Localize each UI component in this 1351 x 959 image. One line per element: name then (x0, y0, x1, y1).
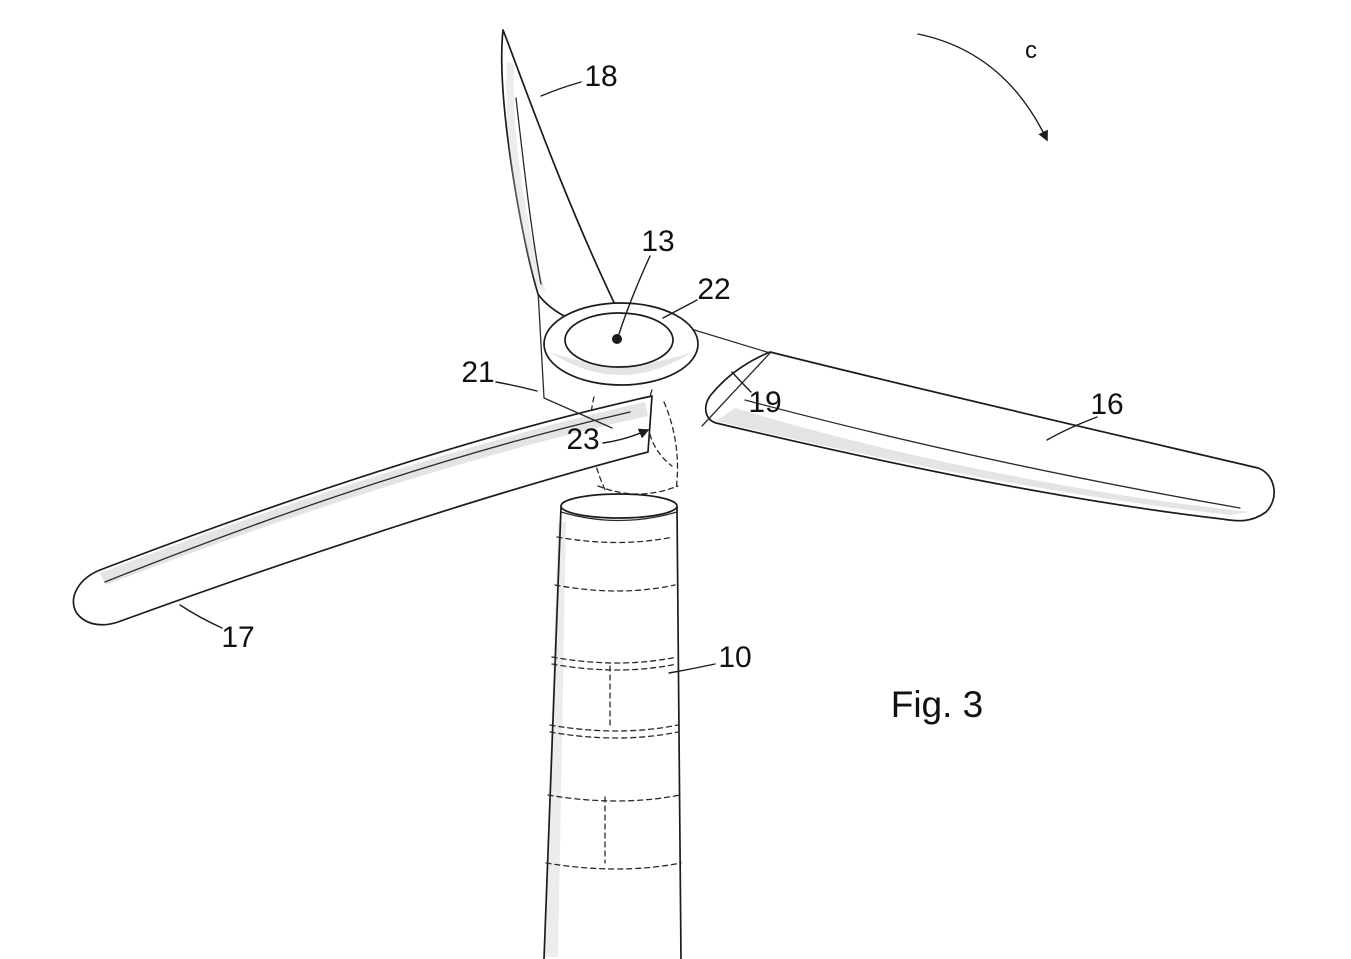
tower-joint-line (551, 663, 678, 671)
right-plate-edge (701, 352, 771, 427)
left-blade-outline (72, 395, 653, 626)
ref-numeral-hub-center: 13 (641, 225, 674, 258)
leader-21 (495, 381, 538, 392)
upper-blade-shading (506, 62, 546, 292)
ref-numeral-spinner: 22 (697, 273, 730, 306)
leader-lines (179, 81, 1098, 674)
tower-joint-line (556, 536, 674, 544)
rotation-arrow (917, 33, 1048, 142)
tower-joint-line (554, 584, 676, 592)
tower-top-flange (560, 493, 678, 519)
hidden-line-right (663, 401, 679, 491)
leader-16 (1046, 416, 1098, 441)
right-blade-shading (716, 408, 1250, 515)
leader-13 (618, 255, 651, 335)
tower-joint-line (549, 731, 679, 739)
tower-right-edge (676, 506, 682, 959)
tower-joint-line (545, 862, 682, 870)
ref-numeral-right-plate: 19 (748, 386, 781, 419)
leader-19 (731, 371, 752, 393)
tower-joint-line (547, 794, 681, 802)
rotation-direction-label: c (1025, 37, 1037, 64)
ref-numeral-left-blade: 17 (221, 621, 254, 654)
leader-10 (668, 663, 716, 674)
hub-center-dot (612, 334, 622, 344)
left-blade (72, 395, 653, 626)
leader-18 (540, 81, 582, 97)
right-blade-crease (744, 399, 1241, 509)
left-plate-edge (537, 289, 545, 399)
ref-numeral-right-blade: 16 (1090, 388, 1123, 421)
leader-17 (179, 604, 223, 629)
left-plate-bottom (543, 397, 613, 429)
hidden-line-bottom (597, 485, 679, 495)
hub (543, 302, 699, 386)
right-blade-outline (704, 351, 1275, 522)
ref-numeral-left-plate: 21 (461, 356, 494, 389)
left-blade-crease (104, 411, 631, 583)
rotation-arrow-curve (917, 33, 1048, 142)
hub-shading (550, 352, 692, 375)
tower-joint-line (551, 656, 678, 664)
ref-numeral-tower: 10 (718, 641, 751, 674)
figure-caption: Fig. 3 (891, 684, 984, 725)
leader-23 (602, 428, 650, 444)
right-blade (704, 351, 1275, 522)
upper-blade-crease (515, 97, 542, 285)
tower-top-flange-lower (560, 511, 678, 522)
leader-22 (662, 299, 698, 319)
tower (543, 493, 682, 959)
tower-joint-line (549, 724, 679, 732)
left-blade-shading (100, 402, 648, 585)
ref-numeral-upper-blade: 18 (584, 60, 617, 93)
ref-numeral-hidden-hub: 23 (566, 423, 599, 456)
tower-shading (544, 522, 566, 957)
